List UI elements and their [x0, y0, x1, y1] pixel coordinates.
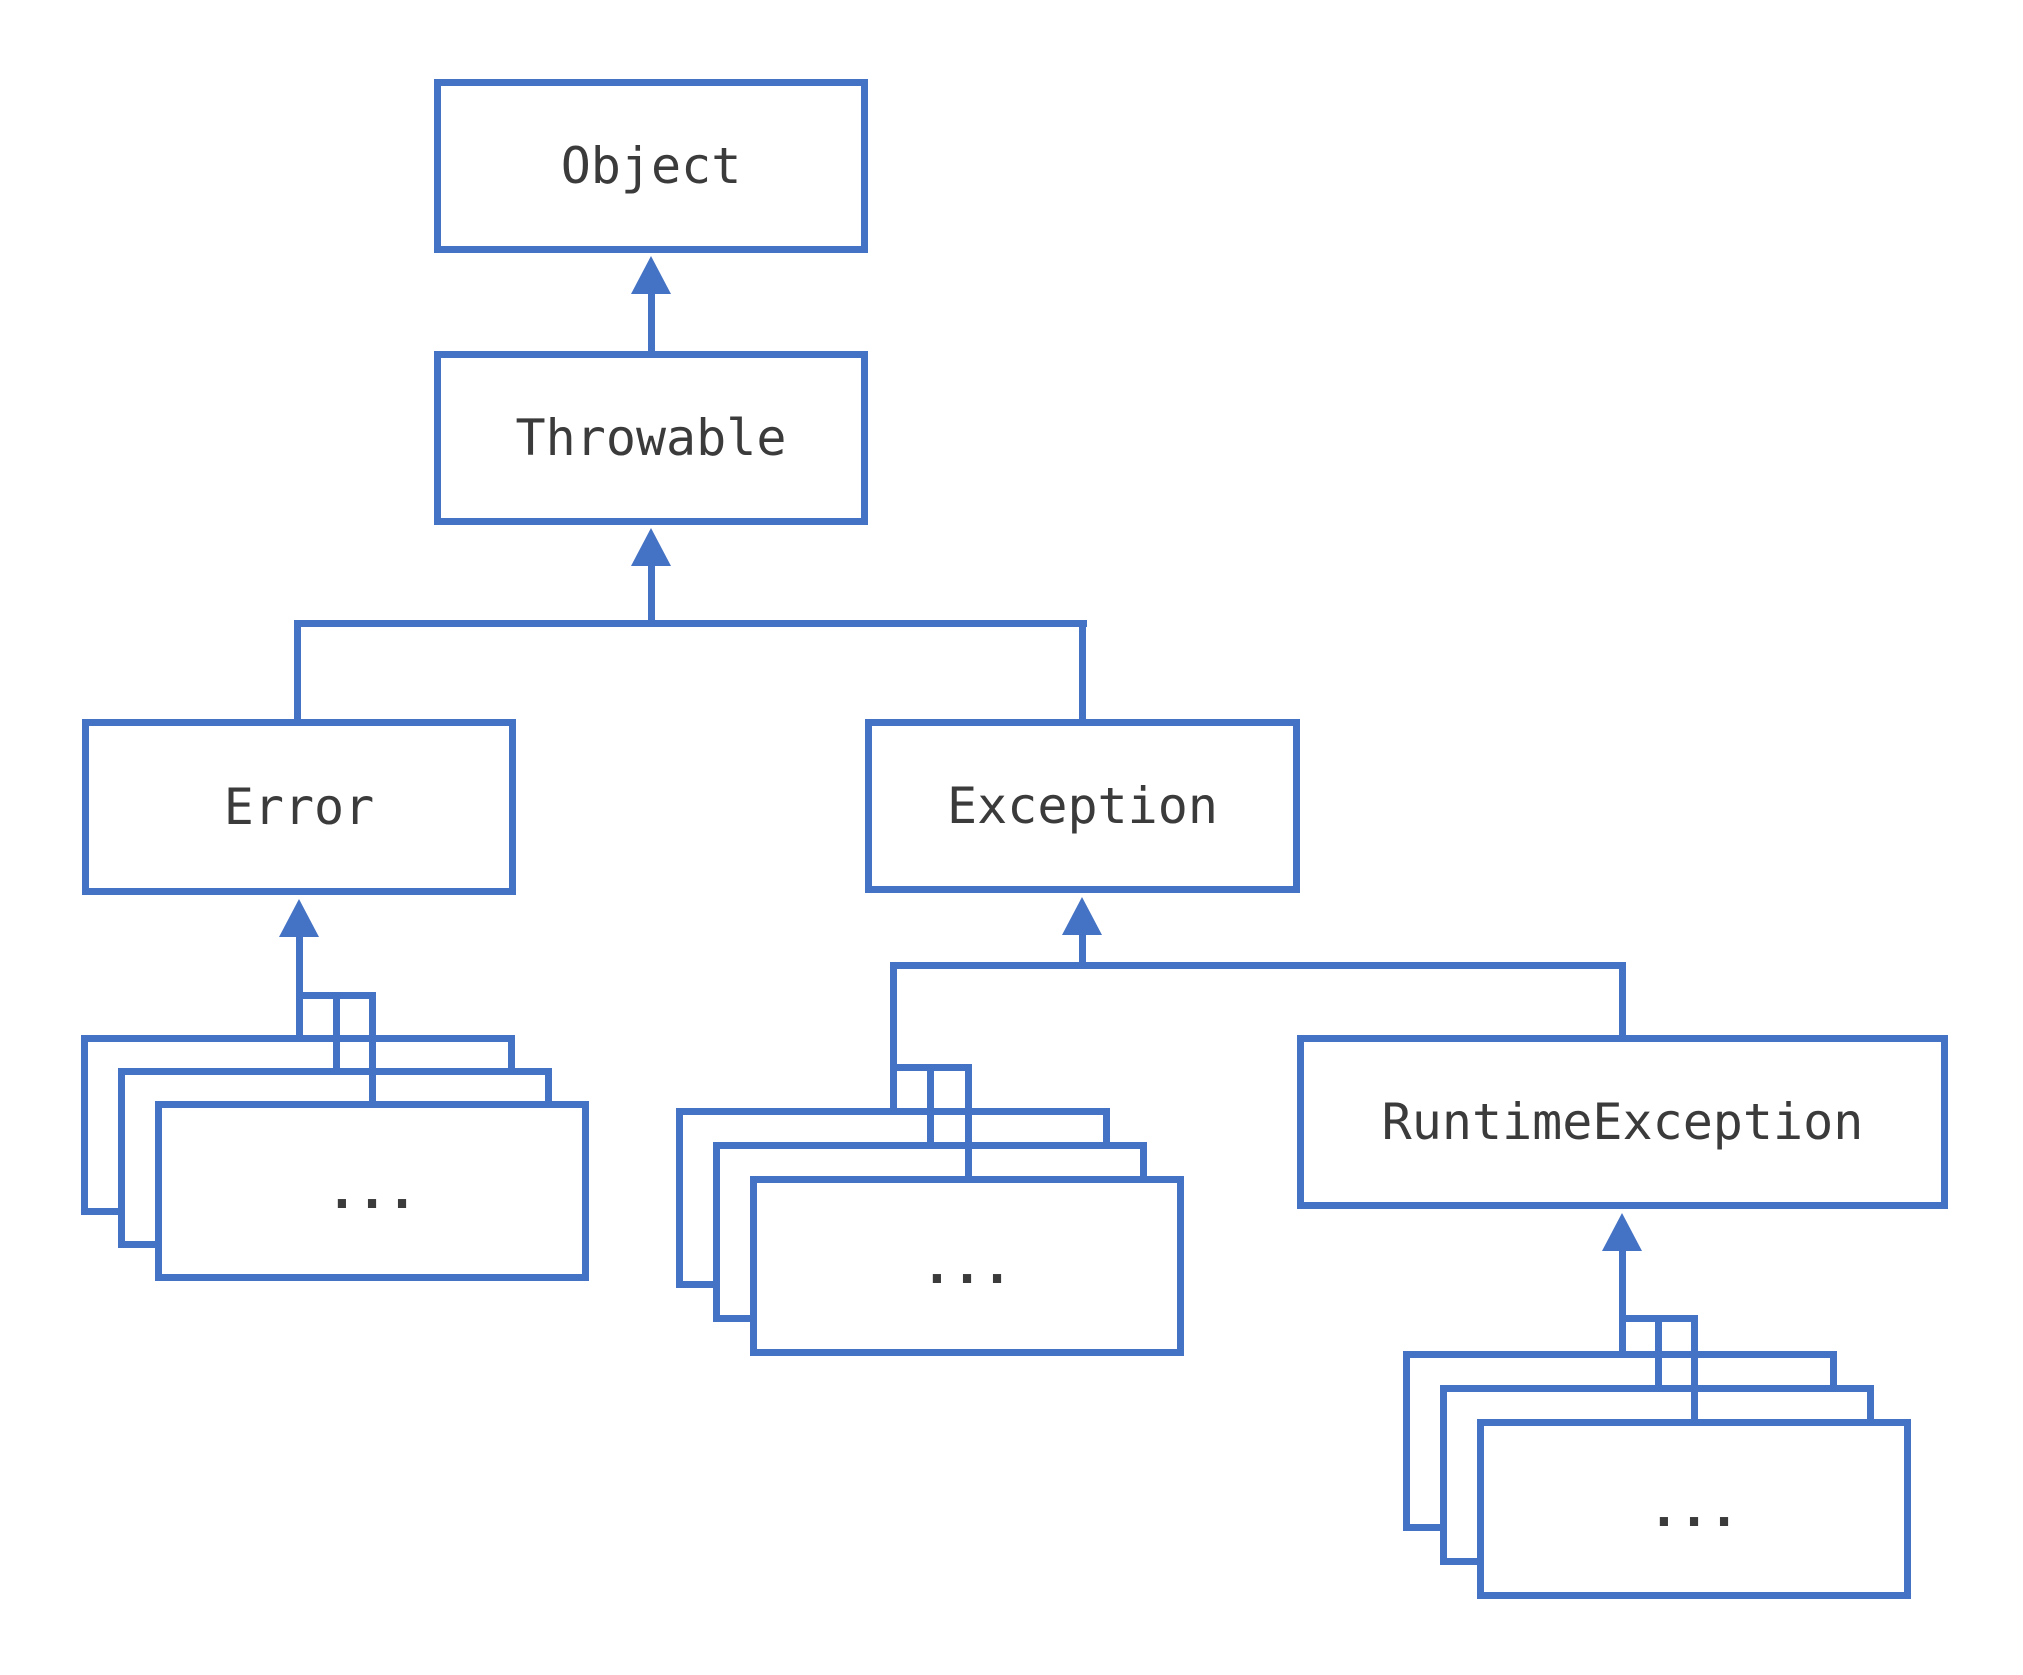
edge-error-stack-stub-middle: [333, 992, 340, 1072]
error-subclasses-label: ...: [326, 1162, 418, 1220]
edge-runtime-stack-stub-middle: [1655, 1315, 1662, 1389]
edge-throwable-object-shaft: [648, 291, 655, 354]
edge-error-drop: [294, 620, 301, 722]
exception-subclasses-label: ...: [921, 1237, 1013, 1295]
exception-subclasses-stack-front: ...: [750, 1176, 1184, 1356]
runtime-exception-node-label: RuntimeException: [1381, 1093, 1864, 1151]
edge-children-exception-shaft: [1079, 932, 1086, 969]
edge-error-stack-stub-front: [369, 992, 376, 1105]
throwable-node: Throwable: [434, 351, 868, 525]
edge-runtime-exception-drop: [1619, 962, 1626, 1039]
edge-runtime-stack-shaft: [1619, 1248, 1626, 1355]
edge-exception-drop: [1079, 620, 1086, 722]
object-node-label: Object: [560, 137, 742, 195]
error-subclasses-stack-front: ...: [155, 1101, 589, 1281]
runtime-exception-node: RuntimeException: [1297, 1035, 1948, 1209]
exception-node-label: Exception: [947, 777, 1218, 835]
edge-children-exception-hline: [890, 962, 1626, 969]
arrowhead-subclasses-error: [279, 899, 319, 937]
edge-exception-stack-drop: [890, 962, 897, 1112]
error-node: Error: [82, 719, 516, 895]
edge-runtime-stack-stub-front: [1691, 1315, 1698, 1423]
edge-children-throwable-shaft: [648, 563, 655, 624]
arrowhead-throwable-object: [631, 256, 671, 294]
error-node-label: Error: [223, 778, 375, 836]
runtime-exception-subclasses-label: ...: [1648, 1480, 1740, 1538]
arrowhead-subclasses-runtime-exception: [1602, 1213, 1642, 1251]
edge-children-throwable-hline: [294, 620, 1087, 627]
runtime-exception-subclasses-stack-front: ...: [1477, 1419, 1911, 1599]
exception-node: Exception: [865, 719, 1300, 893]
arrowhead-children-throwable: [631, 528, 671, 566]
edge-error-stack-shaft: [296, 934, 303, 1039]
arrowhead-children-exception: [1062, 897, 1102, 935]
object-node: Object: [434, 79, 868, 253]
edge-exception-stack-stub-front: [965, 1064, 972, 1180]
edge-exception-stack-stub-middle: [927, 1064, 934, 1146]
throwable-node-label: Throwable: [515, 409, 787, 467]
